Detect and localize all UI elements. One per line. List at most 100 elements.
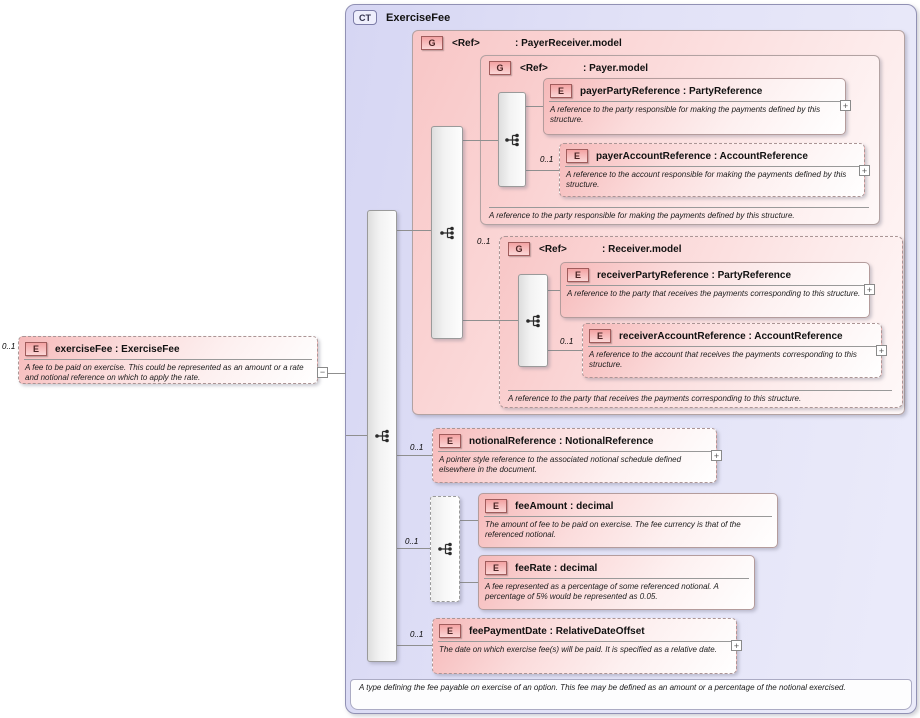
element-title: payerAccountReference : AccountReference <box>596 150 808 162</box>
sequence-indicator <box>498 92 526 187</box>
cardinality-label: 0..1 <box>2 342 16 351</box>
group-ref-label: <Ref> <box>520 62 548 74</box>
connector-line <box>463 140 499 141</box>
element-header: E feeAmount : decimal <box>479 494 777 515</box>
element-icon: E <box>25 342 47 356</box>
complex-type-header: CT ExerciseFee <box>353 10 450 25</box>
element-notional-reference[interactable]: E notionalReference : NotionalReference … <box>432 428 722 483</box>
element-fee-payment-date[interactable]: E feePaymentDate : RelativeDateOffset Th… <box>432 618 742 674</box>
element-header: E payerAccountReference : AccountReferen… <box>560 144 864 165</box>
sequence-icon <box>504 133 519 146</box>
element-icon: E <box>439 434 461 448</box>
element-receiver-party-reference[interactable]: E receiverPartyReference : PartyReferenc… <box>560 262 875 318</box>
group-header: G <Ref> : PayerReceiver.model <box>413 31 904 52</box>
element-icon: E <box>567 268 589 282</box>
sequence-indicator <box>518 274 548 367</box>
element-fee-rate[interactable]: E feeRate : decimal A fee represented as… <box>478 555 755 610</box>
element-annotation: A reference to the account that receives… <box>589 350 857 369</box>
sequence-icon <box>439 226 454 239</box>
element-header: E feePaymentDate : RelativeDateOffset <box>433 619 736 640</box>
element-annotation: The date on which exercise fee(s) will b… <box>439 645 717 654</box>
element-title: receiverPartyReference : PartyReference <box>597 269 792 281</box>
connector-line <box>526 106 544 107</box>
connector-line <box>460 520 479 521</box>
element-title: feeRate : decimal <box>515 562 598 574</box>
element-title: notionalReference : NotionalReference <box>469 435 654 447</box>
element-header: E payerPartyReference : PartyReference <box>544 79 845 100</box>
connector-line <box>346 435 368 436</box>
connector-line <box>397 645 433 646</box>
element-title: receiverAccountReference : AccountRefere… <box>619 330 843 342</box>
cardinality-label: 0..1 <box>560 337 574 346</box>
element-payer-account-reference[interactable]: E payerAccountReference : AccountReferen… <box>559 143 870 197</box>
element-exercise-fee[interactable]: E exerciseFee : ExerciseFee A fee to be … <box>18 336 318 384</box>
divider <box>24 359 312 360</box>
element-icon: E <box>439 624 461 638</box>
element-title: feePaymentDate : RelativeDateOffset <box>469 625 645 637</box>
element-annotation: A fee represented as a percentage of som… <box>485 582 719 601</box>
divider <box>549 101 840 102</box>
element-header: E notionalReference : NotionalReference <box>433 429 716 450</box>
element-fee-amount[interactable]: E feeAmount : decimal The amount of fee … <box>478 493 778 548</box>
sequence-icon <box>437 542 452 556</box>
connector-line <box>548 290 561 291</box>
connector-line <box>328 373 346 374</box>
connector-line <box>526 170 560 171</box>
connector-line <box>548 350 583 351</box>
divider <box>566 285 864 286</box>
choice-indicator <box>430 496 460 602</box>
element-receiver-account-reference[interactable]: E receiverAccountReference : AccountRefe… <box>582 323 887 378</box>
group-type-label: : Payer.model <box>583 62 649 74</box>
expand-toggle[interactable]: + <box>711 450 722 461</box>
group-icon: G <box>489 61 511 75</box>
group-annotation: A reference to the party that receives t… <box>508 390 892 404</box>
connector-line <box>397 230 432 231</box>
element-title: exerciseFee : ExerciseFee <box>55 343 180 355</box>
cardinality-label: 0..1 <box>410 630 424 639</box>
expand-toggle[interactable]: + <box>864 284 875 295</box>
element-annotation: The amount of fee to be paid on exercise… <box>485 520 741 539</box>
group-icon: G <box>421 36 443 50</box>
group-annotation: A reference to the party responsible for… <box>489 207 869 221</box>
element-title: payerPartyReference : PartyReference <box>580 85 763 97</box>
divider <box>565 166 859 167</box>
cardinality-label: 0..1 <box>405 537 419 546</box>
complex-type-icon: CT <box>353 10 377 25</box>
divider <box>484 578 749 579</box>
cardinality-label: 0..1 <box>477 237 491 246</box>
element-icon: E <box>589 329 611 343</box>
element-header: E receiverPartyReference : PartyReferenc… <box>561 263 869 284</box>
connector-line <box>397 455 433 456</box>
group-header: G <Ref> : Receiver.model <box>500 237 902 258</box>
complex-type-title: ExerciseFee <box>386 11 451 24</box>
group-header: G <Ref> : Payer.model <box>481 56 879 77</box>
cardinality-label: 0..1 <box>410 443 424 452</box>
sequence-indicator <box>367 210 397 662</box>
expand-toggle[interactable]: + <box>840 100 851 111</box>
element-annotation: A pointer style reference to the associa… <box>439 455 682 474</box>
collapse-toggle[interactable]: − <box>317 367 328 378</box>
element-annotation: A reference to the party that receives t… <box>567 289 861 298</box>
element-header: E exerciseFee : ExerciseFee <box>19 337 317 358</box>
expand-toggle[interactable]: + <box>876 345 887 356</box>
divider <box>484 516 772 517</box>
sequence-indicator <box>431 126 463 339</box>
element-icon: E <box>566 149 588 163</box>
element-title: feeAmount : decimal <box>515 500 614 512</box>
group-ref-label: <Ref> <box>539 243 567 255</box>
connector-line <box>460 582 479 583</box>
group-type-label: : PayerReceiver.model <box>515 37 622 49</box>
element-icon: E <box>485 561 507 575</box>
group-ref-label: <Ref> <box>452 37 480 49</box>
element-header: E feeRate : decimal <box>479 556 754 577</box>
expand-toggle[interactable]: + <box>859 165 870 176</box>
divider <box>438 451 711 452</box>
group-icon: G <box>508 242 530 256</box>
element-header: E receiverAccountReference : AccountRefe… <box>583 324 881 345</box>
connector-line <box>463 320 519 321</box>
element-annotation: A fee to be paid on exercise. This could… <box>25 363 304 382</box>
element-annotation: A reference to the account responsible f… <box>566 170 847 189</box>
element-payer-party-reference[interactable]: E payerPartyReference : PartyReference A… <box>543 78 851 135</box>
expand-toggle[interactable]: + <box>731 640 742 651</box>
